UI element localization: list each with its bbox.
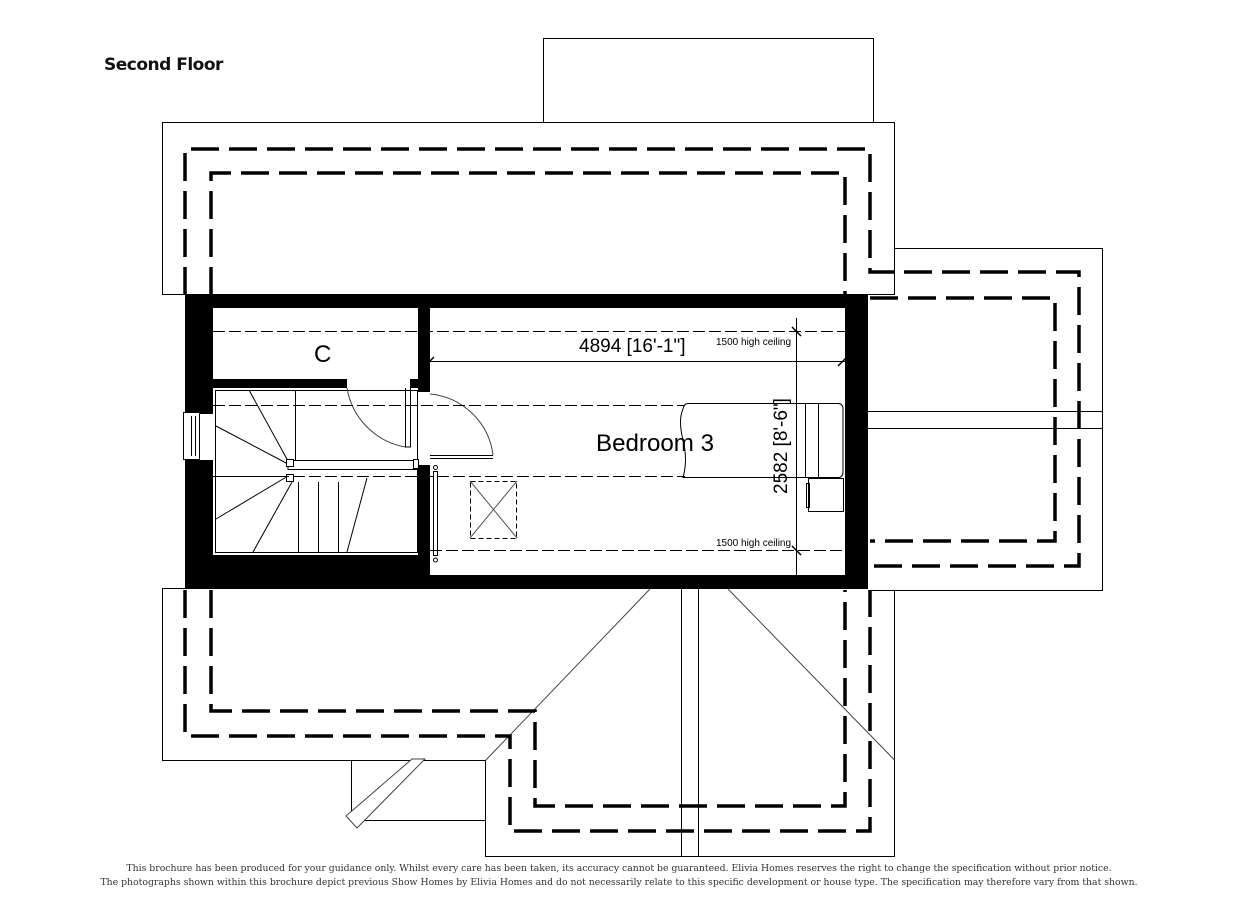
page-title: Second Floor [104,55,223,75]
roof-outline-bottom-left [162,588,486,761]
staircase [215,389,438,563]
dimension-width: 2582 [8'-6"] [771,398,792,494]
window-left [183,412,200,460]
roof-outline-right [894,248,1103,591]
disclaimer-line-2: The photographs shown within this brochu… [100,877,1138,888]
walls [185,294,868,589]
room-label-cupboard: C [314,341,331,368]
roof-outline-top-small [543,38,874,123]
ceiling-note-bottom: 1500 high ceiling [716,538,791,549]
disclaimer-line-1: This brochure has been produced for your… [126,863,1112,874]
ceiling-note-top: 1500 high ceiling [716,337,791,348]
dimension-length: 4894 [16'-1"] [579,336,686,357]
dimension-lines [425,318,847,575]
door[interactable] [346,387,494,459]
bed [680,403,844,512]
roof-outline-bottom [485,590,895,857]
skylight [469,480,518,539]
room-label-bedroom-3: Bedroom 3 [596,430,714,457]
